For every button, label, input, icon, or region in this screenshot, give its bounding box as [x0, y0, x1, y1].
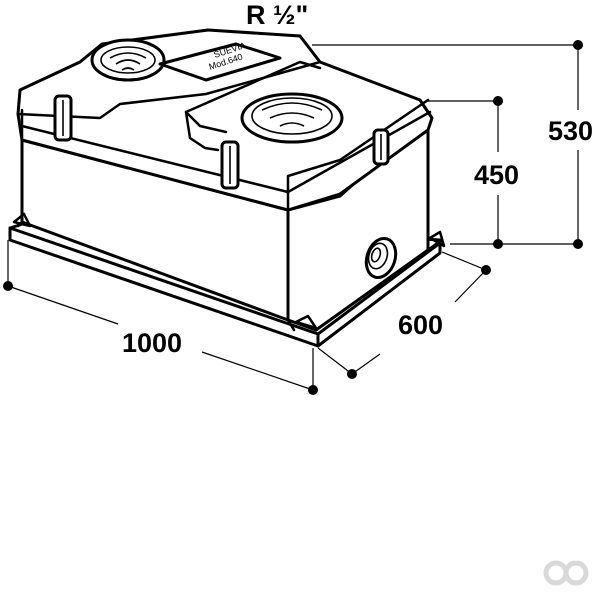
label-length: 1000 — [122, 328, 182, 358]
nameplate: SUEVIA Mod.640 — [158, 40, 282, 82]
dimension-length: 1000 — [3, 240, 318, 395]
lid-latches — [53, 94, 390, 190]
dimension-width: 600 — [317, 251, 491, 379]
label-height-body: 450 — [474, 160, 519, 190]
inspection-cover-left — [90, 38, 166, 82]
dimension-height-body: 450 — [428, 96, 519, 249]
tank-body — [12, 116, 446, 332]
watermark-logo-icon — [543, 560, 589, 586]
inspection-cover-right — [240, 92, 344, 144]
dimension-height-total: 530 — [312, 40, 593, 249]
latch-middle — [220, 140, 240, 190]
latch-right — [372, 128, 390, 166]
connection-label-group: R ½" — [246, 0, 308, 30]
outlet-socket — [364, 236, 398, 280]
label-connection: R ½" — [246, 0, 308, 30]
label-width: 600 — [398, 310, 443, 340]
latch-left — [53, 94, 73, 142]
label-height-total: 530 — [548, 116, 593, 146]
